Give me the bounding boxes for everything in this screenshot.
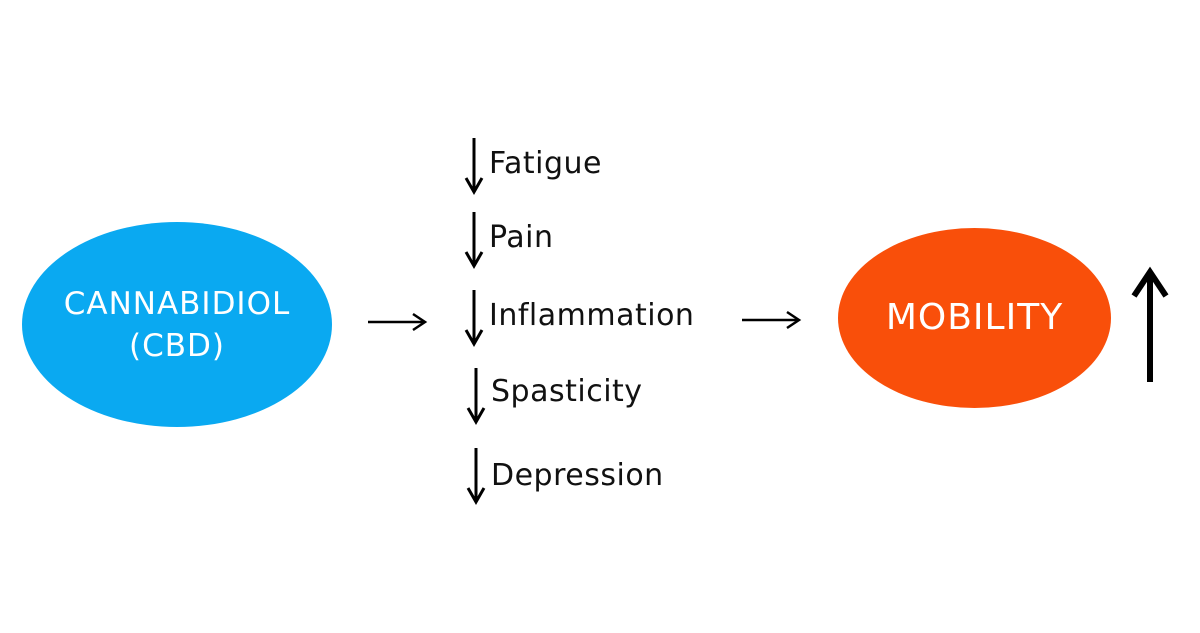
mobility-node-label: MOBILITY bbox=[885, 297, 1064, 338]
down-arrow-icon bbox=[464, 138, 484, 196]
cbd-node: CANNABIDIOL (CBD) bbox=[22, 222, 332, 427]
down-arrow-icon bbox=[466, 368, 486, 426]
arrow-cbd-to-effects bbox=[368, 312, 428, 332]
effect-label: Pain bbox=[489, 220, 554, 255]
arrow-effects-to-mobility bbox=[742, 310, 802, 330]
cbd-node-label-line2: (CBD) bbox=[129, 327, 225, 364]
effect-label: Depression bbox=[491, 458, 664, 493]
effect-label: Fatigue bbox=[489, 146, 602, 181]
up-arrow-icon bbox=[1131, 266, 1169, 382]
down-arrow-icon bbox=[464, 212, 484, 270]
effect-label: Inflammation bbox=[489, 298, 695, 333]
cbd-node-label-line1: CANNABIDIOL bbox=[63, 285, 291, 322]
effect-label: Spasticity bbox=[491, 374, 643, 409]
down-arrow-icon bbox=[466, 448, 486, 506]
down-arrow-icon bbox=[464, 290, 484, 348]
mobility-node: MOBILITY bbox=[838, 228, 1111, 408]
